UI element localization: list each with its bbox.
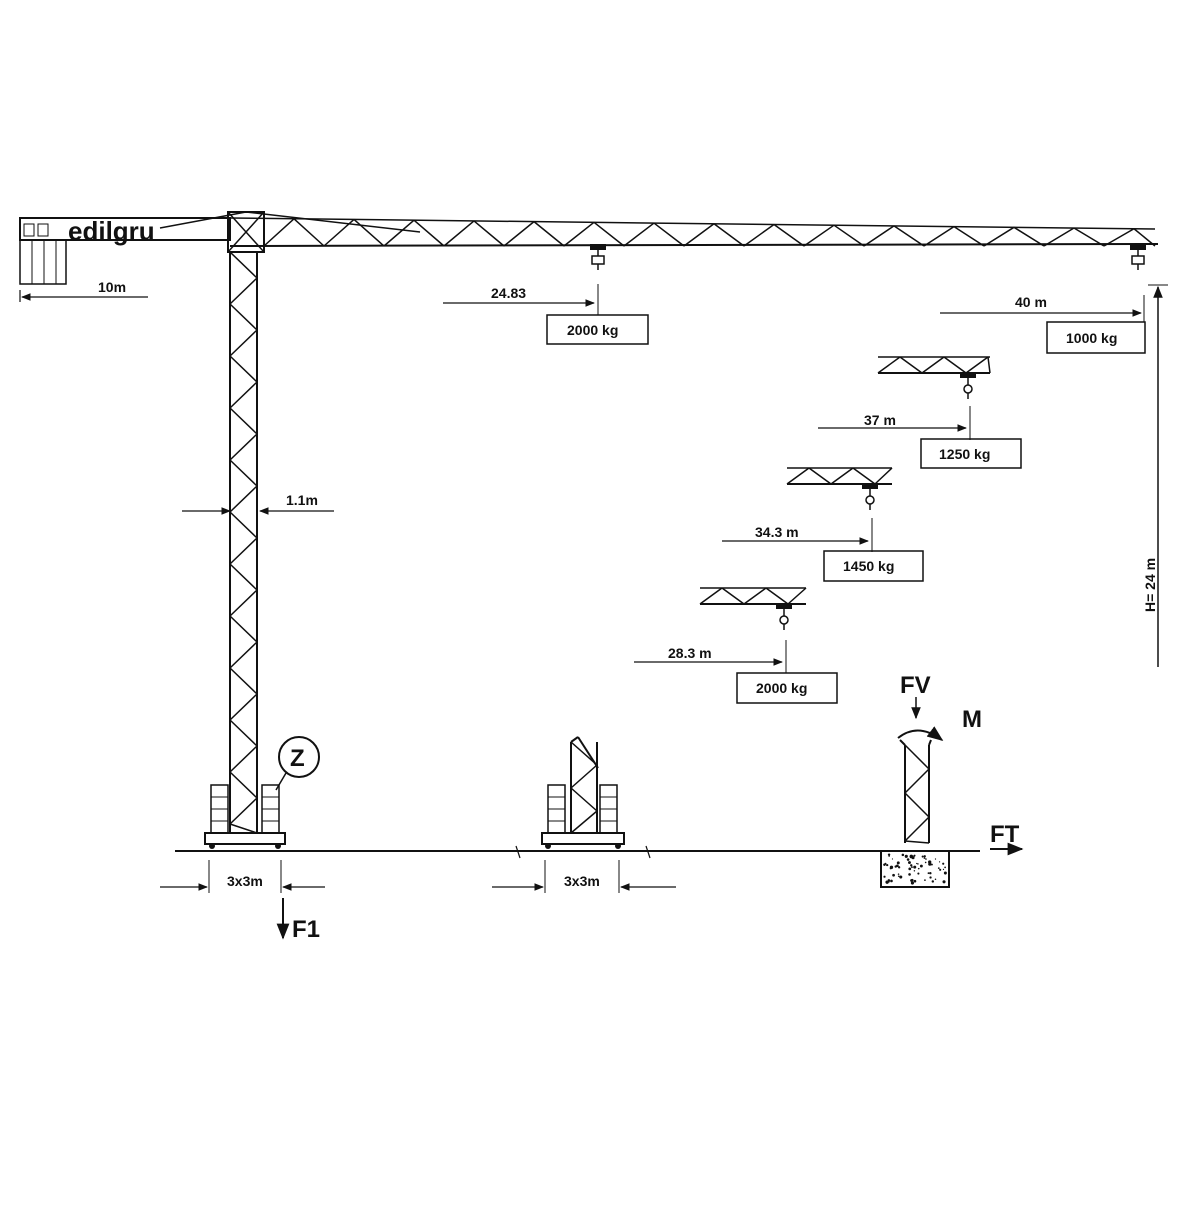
anchored-mast — [899, 739, 932, 844]
load-box-37 — [920, 438, 1022, 469]
radius-24-83: 24.83 — [491, 285, 526, 301]
load-40: 1000 kg — [1066, 330, 1117, 346]
fv-label: FV — [900, 672, 931, 699]
radius-28-3: 28.3 m — [668, 645, 712, 661]
ballast-left — [204, 784, 286, 849]
mast-width-dim: 1.1m — [286, 492, 318, 508]
load-box-28-3 — [736, 672, 838, 704]
watermark: edilgru — [68, 216, 155, 246]
f1-label: F1 — [292, 916, 320, 943]
foundation-block — [880, 850, 950, 888]
jib-segment-28m — [699, 587, 807, 630]
trolley-40m — [1130, 244, 1146, 270]
ballast-mid — [515, 784, 651, 859]
moment-arrow — [897, 726, 944, 741]
load-box-34-3 — [823, 550, 924, 582]
folded-mast — [570, 736, 599, 834]
radius-34-3: 34.3 m — [755, 524, 799, 540]
m-label: M — [962, 706, 982, 733]
trolley-24m — [590, 244, 606, 270]
load-34-3: 1450 kg — [843, 558, 894, 574]
load-box-24-83 — [546, 314, 649, 345]
z-label: Z — [290, 745, 305, 772]
z-marker — [278, 736, 320, 778]
base-dim-left: 3x3m — [227, 873, 263, 889]
jib — [263, 218, 1156, 247]
load-24-83: 2000 kg — [567, 322, 618, 338]
load-28-3: 2000 kg — [756, 680, 807, 696]
counter-jib-dim: 10m — [98, 279, 126, 295]
height-dim: H= 24 m — [1142, 558, 1158, 612]
radius-40: 40 m — [1015, 294, 1047, 310]
jib-segment-34m — [786, 467, 893, 510]
base-dim-mid: 3x3m — [564, 873, 600, 889]
radius-37: 37 m — [864, 412, 896, 428]
tower-mast — [229, 251, 258, 834]
load-box-40 — [1046, 321, 1146, 354]
jib-segment-37m — [877, 356, 991, 399]
ft-label: FT — [990, 821, 1020, 848]
counter-jib — [19, 217, 231, 285]
load-37: 1250 kg — [939, 446, 990, 462]
